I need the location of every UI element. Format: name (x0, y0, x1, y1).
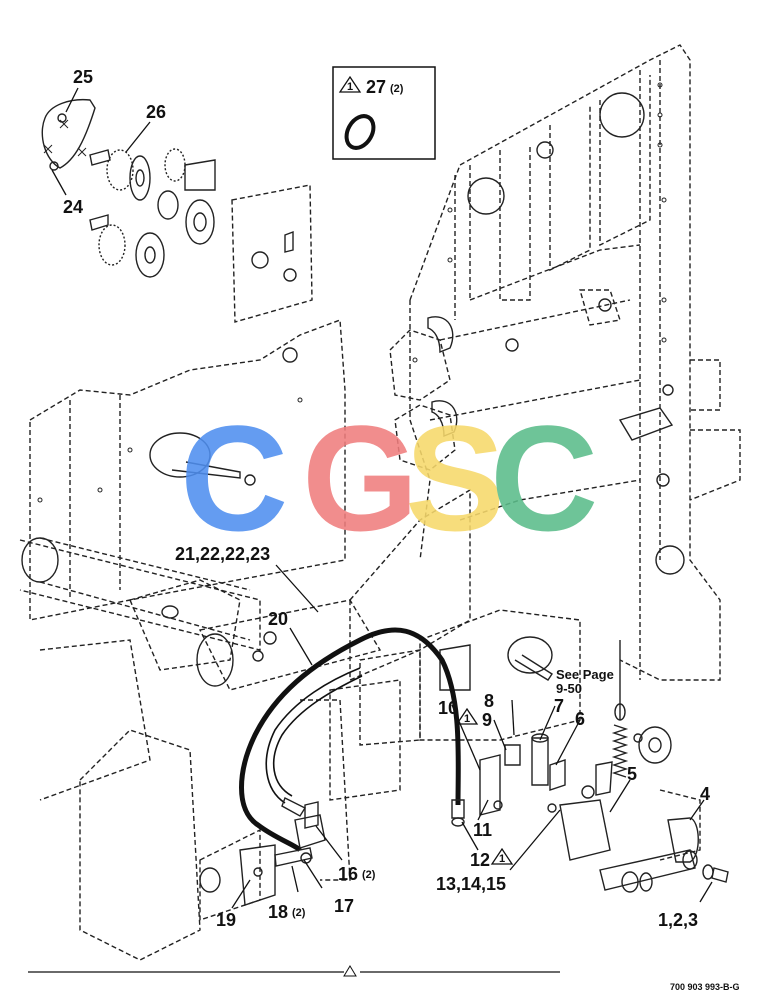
callout-19: 19 (216, 910, 236, 930)
callout-27-qty: (2) (390, 83, 404, 95)
o-ring-icon (344, 114, 376, 150)
lever-link (599, 789, 729, 893)
callout-26: 26 (146, 102, 166, 122)
callout-5: 5 (627, 764, 637, 784)
triangle-mark: 1 (464, 713, 470, 725)
callout-8: 8 (484, 691, 494, 711)
warning-triangle-icon (490, 847, 514, 865)
sprocket-assembly (41, 98, 313, 323)
valve-fittings (239, 801, 326, 906)
watermark-letter: C (490, 394, 598, 562)
callout-18-qty: (2) (292, 907, 306, 919)
watermark-letter: C (180, 394, 288, 562)
warning-triangle-icon (338, 75, 362, 93)
see-page-note: See Page (556, 667, 614, 682)
callout-4: 4 (700, 784, 710, 804)
hydraulic-hose (239, 627, 465, 852)
main-frame (409, 44, 741, 681)
callout-10: 10 (438, 698, 458, 718)
callout-21-23: 21,22,22,23 (175, 544, 270, 564)
watermark: C G S C (180, 394, 598, 562)
callout-18: 18 (268, 902, 288, 922)
callout-16: 16 (338, 864, 358, 884)
callout-1-3: 1,2,3 (658, 910, 698, 930)
callout-16-qty: (2) (362, 869, 376, 881)
callout-7: 7 (554, 696, 564, 716)
callout-25: 25 (73, 67, 93, 87)
callout-13-15: 13,14,15 (436, 874, 506, 894)
drawing-code: 700 903 993-B-G (670, 982, 740, 992)
callout-24: 24 (63, 197, 83, 217)
cross-beam (19, 537, 382, 691)
triangle-mark: 1 (499, 853, 505, 865)
callout-11: 11 (473, 820, 492, 840)
watermark-letter: S (405, 394, 505, 562)
see-page-number: 9-50 (556, 681, 582, 696)
callout-9: 9 (482, 710, 492, 730)
triangle-mark: 1 (347, 81, 353, 93)
callout-6: 6 (575, 709, 585, 729)
callout-27: 27 (366, 77, 386, 97)
callout-12: 12 (470, 850, 490, 870)
callout-20: 20 (268, 609, 288, 629)
valve-bracket-assembly (329, 609, 611, 861)
warning-triangle-icon (455, 707, 479, 725)
arm-brackets (349, 316, 471, 682)
watermark-letter: G (302, 394, 419, 562)
spring-and-pulley (581, 640, 672, 799)
callout-labels: 25 26 24 21,22,22,23 20 See Page 9-50 8 … (63, 67, 710, 930)
footer: 700 903 993-B-G (28, 965, 740, 992)
leader-lines (51, 87, 713, 909)
part-27-inset: 1 27 (2) (332, 66, 436, 160)
callout-17: 17 (334, 896, 354, 916)
warning-triangle-icon (343, 965, 357, 977)
